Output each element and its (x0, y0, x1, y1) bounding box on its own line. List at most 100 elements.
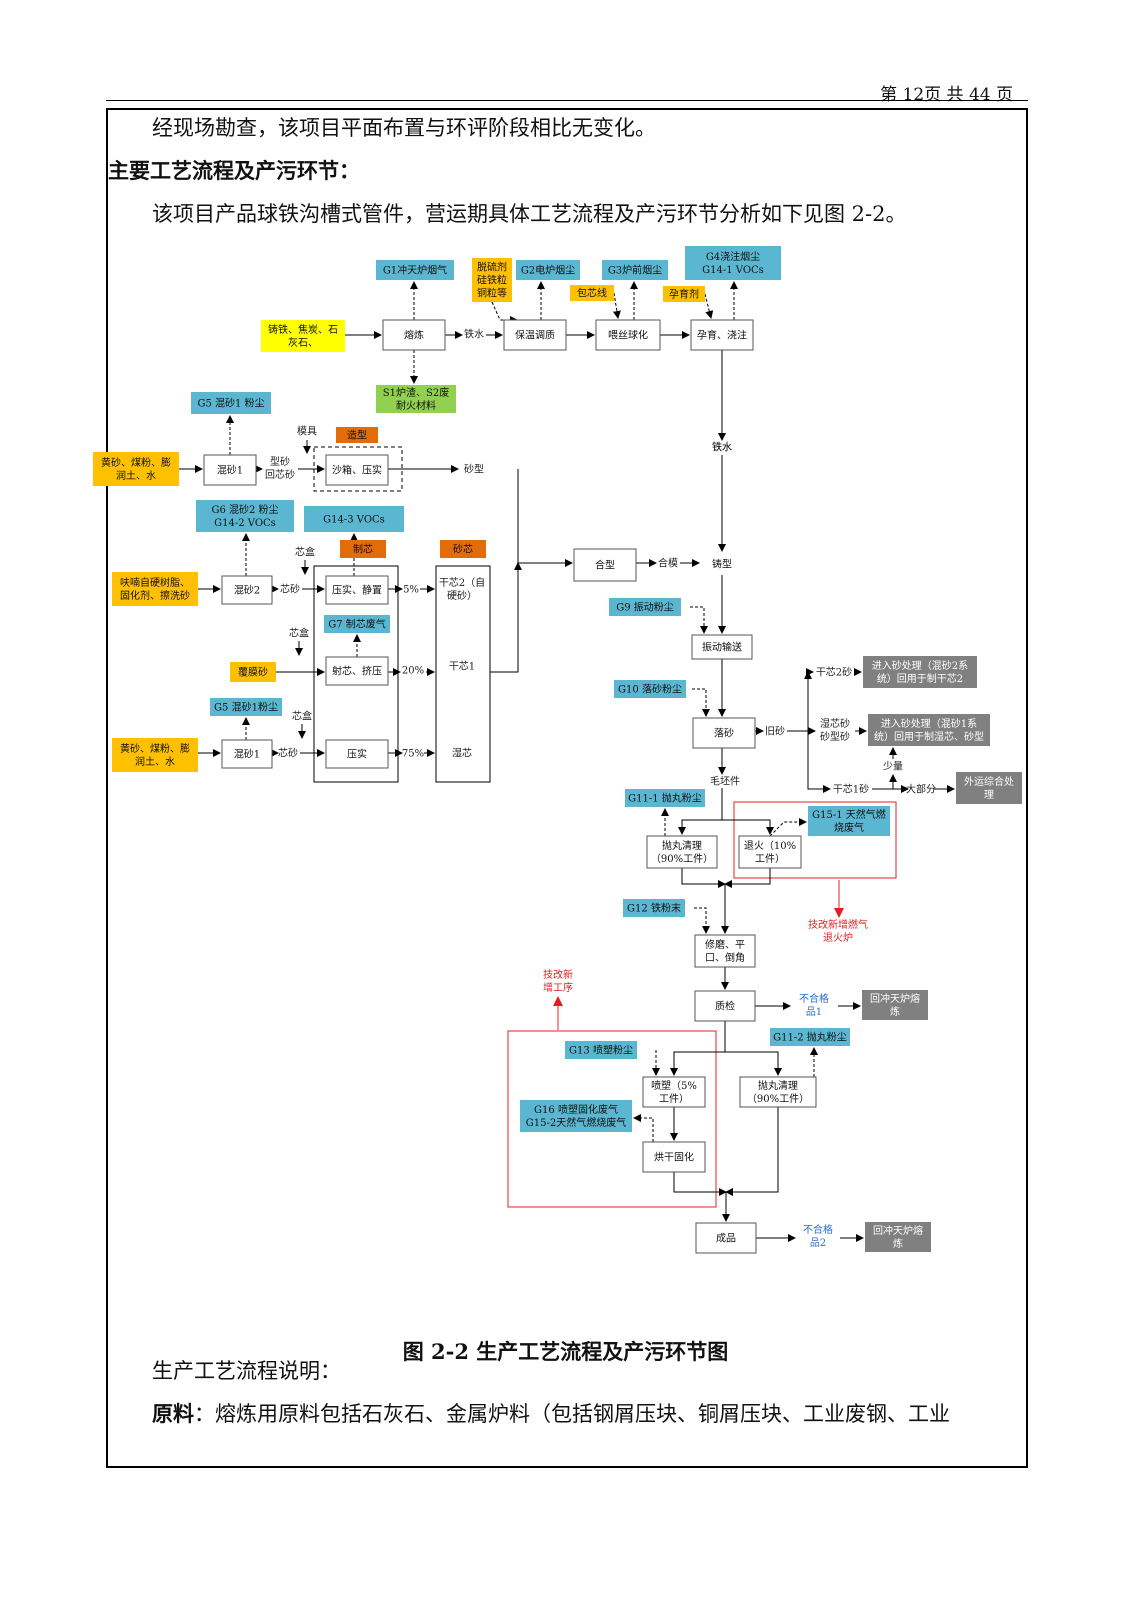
flow-node-n48: 质检 (715, 1000, 735, 1013)
flow-node-n17: 沙箱、压实 (332, 464, 382, 477)
flow-node-box (516, 260, 580, 280)
flow-node-box (595, 319, 661, 351)
flow-node-n35: G9 振动粉尘 (616, 601, 674, 614)
flow-arrow (673, 1172, 727, 1196)
flow-node-box (304, 506, 404, 532)
flow-node-box (325, 454, 389, 486)
flow-node-box (573, 548, 637, 582)
figure-caption: 图 2-2 生产工艺流程及产污环节图 (402, 1339, 729, 1364)
flow-node-box (565, 1041, 637, 1059)
flow-node-box (770, 1028, 850, 1046)
flow-node-box (196, 500, 294, 532)
flow-label-l15: 干芯1 (449, 660, 475, 673)
flow-label-l14: 干芯2（自硬砂） (439, 576, 485, 602)
flow-node-n31: 混砂1 (234, 748, 260, 761)
flow-node-n24: 砂芯 (453, 543, 473, 556)
flow-label-l23: 干芯1砂 (833, 783, 869, 796)
flow-node-box (376, 385, 456, 413)
flow-node-n46: G12 铁粉末 (627, 902, 681, 915)
flow-node-n38: 落砂 (714, 727, 734, 740)
flow-node-n57: 回冲天炉熔炼 (873, 1224, 923, 1250)
flow-node-box (623, 899, 685, 917)
flow-node-box (191, 392, 271, 414)
flow-node-n25: 压实、静置 (332, 584, 382, 597)
process-flow-diagram: 铸铁、焦炭、石灰石、熔炼保温调质喂丝球化孕育、浇注G1冲天炉烟气脱硫剂硅铁粒铜粒… (93, 246, 1022, 1254)
annealing-tech-frame (733, 801, 897, 879)
flow-label-l20: 干芯2砂 (816, 666, 852, 679)
flow-label-l18: 铁水 (712, 441, 732, 454)
flow-node-n30: 黄砂、煤粉、膨润土、水 (120, 742, 190, 768)
flow-node-n23: 制芯 (353, 543, 373, 556)
flow-node-box (625, 789, 705, 807)
flow-node-box (739, 1076, 817, 1108)
flow-label-l4: 型砂回芯砂 (265, 455, 295, 481)
flow-node-box (642, 1076, 706, 1108)
flow-node-box (570, 285, 614, 301)
paragraph-process-desc: 生产工艺流程说明： (152, 1359, 341, 1383)
flow-node-box (93, 452, 179, 486)
content-frame (106, 108, 1028, 1468)
flow-node-n8: G2电炉烟尘 (521, 264, 575, 277)
emission-arrow (491, 301, 518, 324)
flow-node-box (325, 739, 389, 769)
flow-label-l1: 铁水 (464, 328, 484, 341)
flow-node-box (868, 714, 990, 746)
emission-arrow (769, 818, 807, 837)
flow-node-n29: G5 混砂1粉尘 (214, 701, 278, 714)
flow-label-l7: 芯砂 (280, 583, 300, 596)
flow-node-n10: 包芯线 (577, 287, 607, 300)
raw-materials-text: ：熔炼用原料包括石灰石、金属炉料（包括钢屑压块、铜屑压块、工业废钢、工业 (194, 1402, 950, 1426)
flow-label-l24: 大部分 (906, 783, 936, 796)
flow-label-l8: 5% (403, 585, 419, 596)
flow-arrow (722, 819, 774, 835)
flow-node-box (694, 990, 756, 1022)
flow-label-l12: 芯砂 (278, 747, 298, 760)
flow-label-l22: 少量 (883, 761, 903, 773)
flow-node-n13: S1炉渣、S2废耐火材料 (383, 386, 449, 412)
flow-node-box (614, 680, 686, 698)
flow-label-l27: 技改新增工序 (543, 968, 573, 994)
flow-node-n14: G5 混砂1 粉尘 (197, 397, 264, 410)
header-rule (106, 100, 1028, 101)
flow-node-box (862, 990, 928, 1020)
flow-arrow (725, 1107, 779, 1196)
flow-label-l13: 75% (402, 749, 424, 760)
flow-node-box (692, 717, 756, 749)
flow-arrow (490, 562, 522, 673)
flow-node-box (694, 934, 756, 968)
flow-label-l2: 铁水 (712, 441, 732, 454)
flow-node-box (376, 260, 454, 280)
flow-node-box (691, 634, 753, 660)
flow-node-box (336, 427, 378, 443)
flow-node-n27: 覆膜砂 (238, 666, 268, 679)
flow-node-box (642, 1141, 706, 1173)
flow-label-l19: 旧砂 (765, 725, 785, 738)
flow-node-box (520, 1100, 632, 1132)
flow-node-n51: G13 喷塑粉尘 (569, 1044, 633, 1057)
flow-label-l21: 湿芯砂砂型砂 (820, 717, 850, 743)
flow-node-n1: 铸铁、焦炭、石灰石、 (268, 323, 338, 349)
flow-node-n15: 黄砂、煤粉、膨润土、水 (101, 456, 171, 482)
flow-label-l3: 模具 (297, 426, 317, 438)
flow-node-n42: G11-1 抛丸粉尘 (628, 792, 702, 805)
flow-node-n22: 混砂2 (234, 584, 260, 597)
flow-node-n44: 抛丸清理（90%工件） (651, 839, 713, 865)
flow-node-n4: 喂丝球化 (608, 329, 648, 342)
flow-node-box (738, 835, 802, 869)
flow-node-box (863, 656, 977, 688)
flow-node-n16: 混砂1 (217, 464, 243, 477)
flow-arrow (517, 469, 573, 567)
flow-node-box (230, 662, 276, 682)
flow-label-l28: 不合格品1 (799, 992, 829, 1018)
flow-label-l10: 20% (402, 666, 424, 677)
flow-node-n9: G3炉前烟尘 (608, 264, 662, 277)
flow-arrow (787, 671, 812, 732)
raw-materials-label: 原料 (152, 1401, 194, 1426)
flow-label-l26: 技改新增燃气退火炉 (808, 918, 868, 944)
flow-node-n12: 孕育剂 (669, 288, 699, 301)
flow-label-l5: 砂型 (464, 463, 484, 476)
flow-node-box (203, 454, 257, 486)
flow-node-n33: 合型 (595, 559, 615, 572)
flow-node-box (324, 615, 390, 633)
